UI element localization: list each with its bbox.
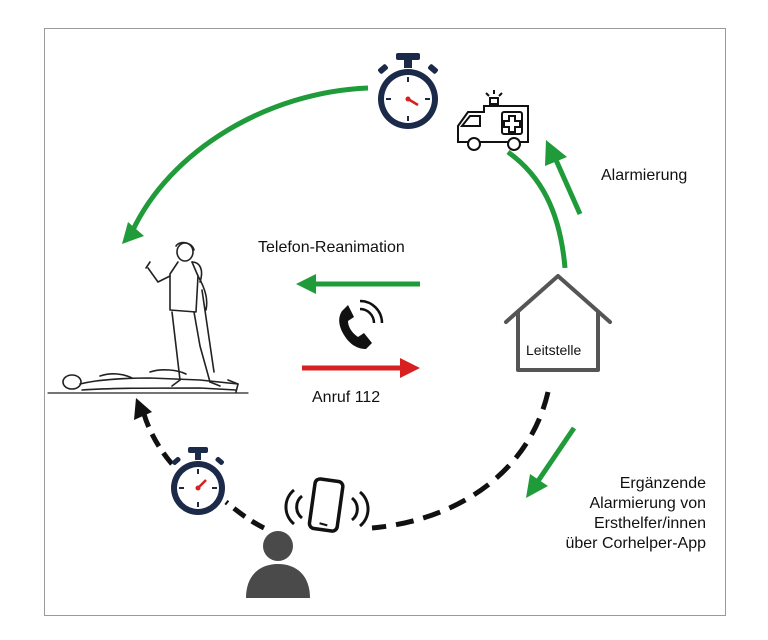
right-green-arc (506, 149, 568, 269)
cpr-scene-illustration (47, 241, 249, 394)
stopwatch-to-scene-dashed-arrow (134, 398, 174, 466)
phone-icon (339, 299, 384, 349)
ergaenzende-line-3: Ersthelfer/innen (593, 515, 706, 532)
ergaenzende-alarmierung-arrow (526, 426, 577, 498)
alarmierung-arrow (545, 140, 583, 216)
stopwatch-icon (171, 447, 225, 515)
top-green-arc-arrow (122, 85, 369, 244)
alarmierung-label: Alarmierung (601, 167, 688, 184)
telefon-reanimation-arrow (296, 274, 420, 294)
ergaenzende-alarmierung-label: Ergänzende Alarmierung von Ersthelfer/in… (565, 474, 706, 554)
diagram-frame (44, 28, 726, 616)
telefon-reanimation-label: Telefon-Reanimation (258, 239, 405, 256)
ergaenzende-line-2: Alarmierung von (589, 495, 707, 512)
anruf-112-arrow (302, 358, 420, 378)
person-icon (246, 531, 310, 598)
ergaenzende-line-1: Ergänzende (619, 475, 706, 492)
house-icon (478, 268, 638, 380)
person-to-stopwatch-dashed (224, 500, 266, 531)
smartphone-icon (284, 477, 370, 533)
ergaenzende-line-4: über Corhelper-App (565, 535, 706, 552)
anruf-112-label: Anruf 112 (312, 389, 381, 406)
stopwatch-icon (378, 53, 438, 129)
leitstelle-label: Leitstelle (526, 342, 582, 358)
bottom-dashed-arc (371, 391, 551, 531)
ambulance-icon (457, 90, 529, 151)
